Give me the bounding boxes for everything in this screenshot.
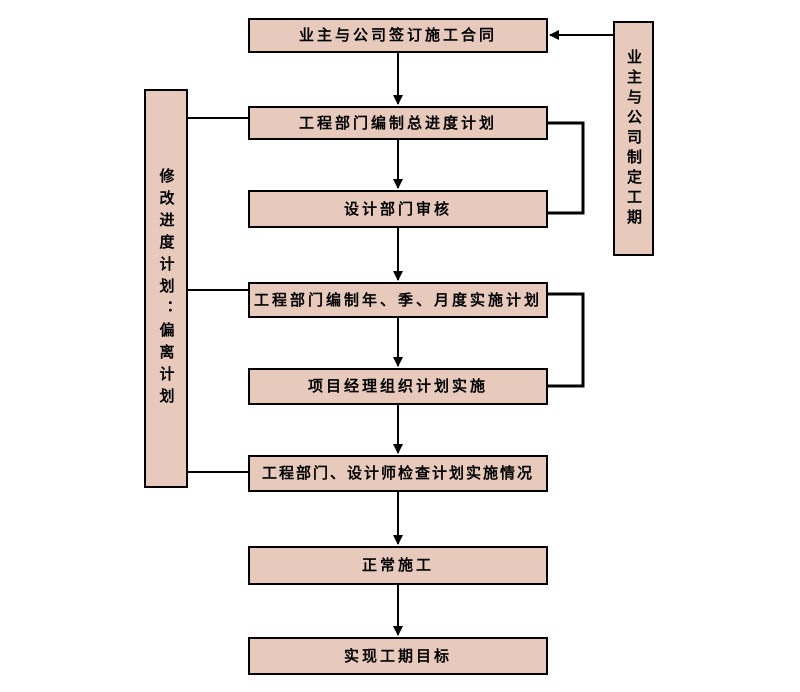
node-compile-period-plans: 工程部门编制年、季、月度实施计划 [248, 282, 548, 318]
node-label: 正常施工 [361, 557, 434, 574]
node-label: 工程部门、设计师检查计划实施情况 [261, 465, 534, 482]
node-owner-set-schedule: 业主与公司制定工期 [613, 21, 654, 256]
node-label: 业主与公司制定工期 [625, 48, 642, 229]
node-label: 实现工期目标 [343, 647, 452, 665]
node-label: 工程部门编制总进度计划 [298, 114, 497, 132]
node-check-implementation: 工程部门、设计师检查计划实施情况 [248, 455, 548, 492]
bracket-box4-box5 [548, 292, 585, 388]
node-compile-master-schedule: 工程部门编制总进度计划 [248, 106, 548, 140]
node-achieve-schedule-goal: 实现工期目标 [248, 637, 548, 675]
node-label: 项目经理组织计划实施 [307, 378, 488, 395]
node-label: 业主与公司签订施工合同 [298, 27, 497, 44]
node-label: 设计部门审核 [343, 200, 452, 218]
node-sign-contract: 业主与公司签订施工合同 [248, 18, 548, 53]
node-design-dept-review: 设计部门审核 [248, 190, 548, 228]
node-revise-schedule: 修改进度计划：偏离计划 [144, 89, 188, 488]
node-normal-construction: 正常施工 [248, 546, 548, 585]
node-pm-organize-implementation: 项目经理组织计划实施 [248, 368, 548, 405]
node-label: 修改进度计划：偏离计划 [157, 167, 175, 410]
bracket-box2-box3 [548, 121, 585, 215]
node-label: 工程部门编制年、季、月度实施计划 [253, 291, 542, 309]
